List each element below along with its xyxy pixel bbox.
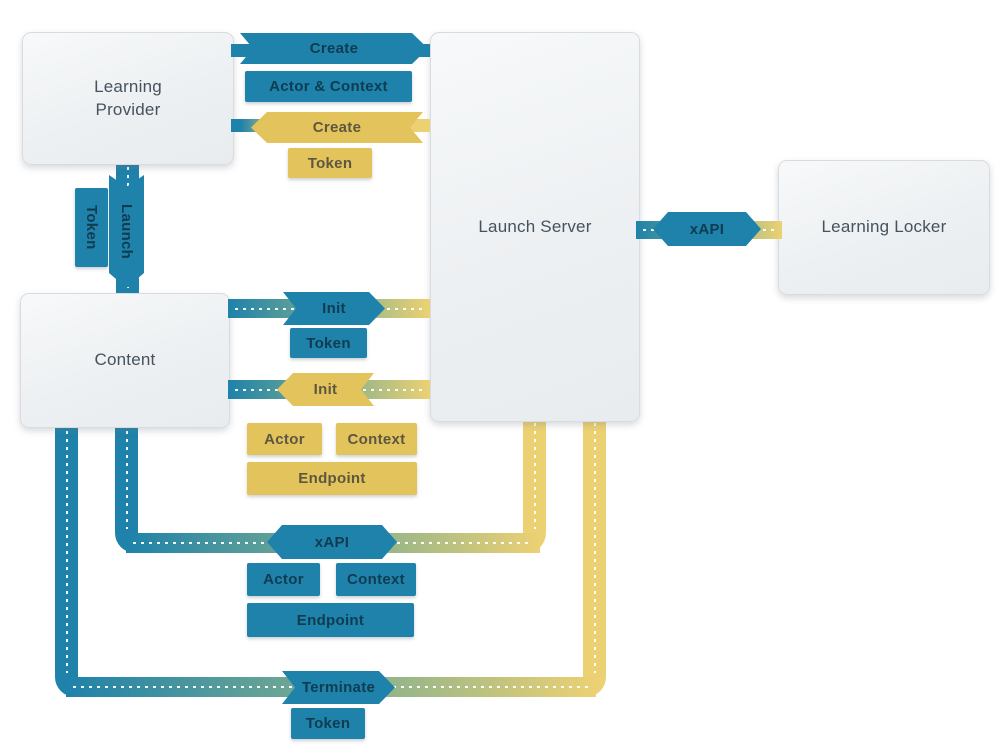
payload-create-token-tag: Token [288,148,372,178]
payload-xapi-context-tag: Context [336,563,416,596]
payload-xapi-endpoint-label: Endpoint [296,611,365,629]
payload-init-actor-label: Actor [264,430,305,448]
node-launch-server-label: Launch Server [478,216,592,236]
payload-init-endpoint-label: Endpoint [298,470,366,487]
flow-init-request-label: Init [322,300,346,317]
flow-launch-arrow: Launch [109,175,144,288]
payload-launch-token-tag: Token [75,188,108,267]
flow-xapi-label: xAPI [314,533,350,551]
payload-xapi-context-label: Context [347,571,405,588]
flow-init-response-arrow: Init [277,373,374,406]
flow-create-response-arrow: Create [251,112,423,143]
payload-xapi-endpoint-tag: Endpoint [247,603,414,637]
payload-terminate-token-tag: Token [291,708,365,739]
flow-create-request-label: Create [309,40,359,57]
payload-xapi-actor-label: Actor [263,571,304,588]
flow-create-response-label: Create [312,119,362,136]
payload-actor-context-label: Actor & Context [269,78,388,95]
node-learning-provider-label: Learning Provider [94,76,162,119]
loop-server-terminate-band [583,416,606,697]
node-learning-locker: Learning Locker [778,160,990,295]
flow-terminate-arrow: Terminate [282,671,395,704]
flow-init-response-label: Init [313,381,338,398]
flow-xapi-store-arrow: xAPI [653,212,761,246]
loop-server-xapi-band [523,416,546,553]
node-launch-server: Launch Server [430,32,640,422]
node-learning-provider: Learning Provider [22,32,234,165]
payload-init-token-label: Token [306,334,351,352]
loop-content-terminate-band [55,424,78,697]
payload-terminate-token-label: Token [305,715,351,732]
payload-init-token-tag: Token [290,328,367,358]
node-content: Content [20,293,230,428]
flow-init-request-arrow: Init [283,292,385,325]
node-content-label: Content [94,350,156,370]
payload-xapi-actor-tag: Actor [247,563,320,596]
flow-terminate-label: Terminate [301,679,376,696]
node-learning-locker-label: Learning Locker [821,217,947,237]
payload-init-context-tag: Context [336,423,417,455]
payload-create-token-label: Token [307,154,353,172]
flow-xapi-arrow: xAPI [267,525,397,559]
payload-launch-token-label: Token [83,205,100,250]
payload-actor-context-tag: Actor & Context [245,71,412,102]
loop-content-xapi-band [115,424,138,553]
flow-xapi-store-label: xAPI [689,220,725,238]
flow-launch-label: Launch [118,203,135,260]
payload-init-endpoint-tag: Endpoint [247,462,417,495]
flow-create-request-arrow: Create [240,33,428,64]
payload-init-actor-tag: Actor [247,423,322,455]
payload-init-context-label: Context [347,430,406,448]
